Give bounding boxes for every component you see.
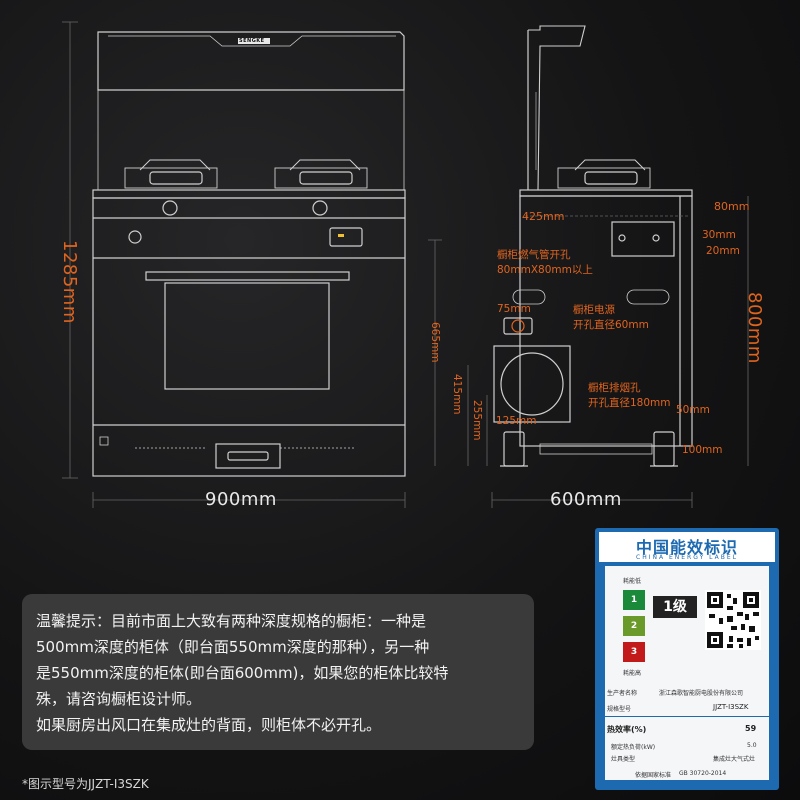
low-consumption-label: 耗能低	[623, 578, 642, 585]
tip-box: 温馨提示：目前市面上大致有两种深度规格的橱柜：一种是 500mm深度的柜体（即台…	[22, 594, 534, 750]
leg-left	[503, 431, 525, 467]
dim-side-415: 415mm	[451, 374, 463, 415]
dim-side-255: 255mm	[471, 400, 483, 441]
dim-width-front: 900mm	[205, 489, 277, 510]
side-cooktop	[519, 189, 693, 197]
model-value: JJZT-I3SZK	[713, 703, 749, 711]
power-note-line1: 橱柜电源	[573, 304, 615, 316]
grade-3: 3	[623, 642, 645, 662]
oven-handle	[145, 271, 350, 281]
model-footnote: *图示型号为JJZT-I3SZK	[22, 777, 149, 791]
energy-title: 中国能效标识	[635, 538, 738, 557]
efficiency-label: 热效率(%)	[607, 725, 647, 734]
energy-subtitle: CHINA ENERGY LABEL	[636, 554, 738, 561]
tip-line-5: 如果厨房出风口在集成灶的背面，则柜体不必开孔。	[36, 716, 382, 734]
dim-side-125: 125mm	[496, 415, 537, 427]
tip-line-2: 500mm深度的柜体（即台面550mm深度的那种），另一种	[36, 638, 430, 656]
energy-label: 中国能效标识 CHINA ENERGY LABEL 耗能低 1 2 3 耗能高 …	[595, 528, 779, 790]
grade-2: 2	[623, 616, 645, 636]
dim-side-100: 100mm	[682, 444, 723, 456]
gas-hole-note-line1: 橱柜燃气管开孔	[497, 249, 571, 261]
knob-left	[162, 200, 178, 216]
cabinet-body	[92, 197, 406, 477]
burner-right	[274, 159, 368, 189]
qr-code-icon	[705, 590, 761, 650]
power-note-line2: 开孔直径60mm	[573, 319, 649, 331]
display-panel	[329, 227, 363, 247]
dim-side-75: 75mm	[497, 303, 531, 315]
gas-hole-box	[611, 221, 675, 257]
knob-right	[312, 200, 328, 216]
producer-label: 生产者名称	[607, 690, 638, 697]
efficiency-value: 59	[745, 724, 757, 733]
drawer-handle	[215, 443, 281, 469]
grade-value: 1级	[653, 596, 697, 618]
type-value: 集成灶大气式灶	[713, 756, 756, 763]
tip-line-3: 是550mm深度的柜体(即台面600mm)，如果您的柜体比较特	[36, 664, 449, 682]
dim-gas-offset: 425mm	[522, 210, 565, 223]
power-button	[128, 230, 142, 244]
side-hood	[527, 25, 586, 191]
exhaust-hole-box	[493, 345, 571, 423]
tip-line-1: 温馨提示：目前市面上大致有两种深度规格的橱柜：一种是	[36, 612, 427, 630]
dim-side-80: 80mm	[714, 200, 750, 213]
producer-value: 浙江森歌智能厨电股份有限公司	[659, 690, 744, 697]
dim-side-30: 30mm	[702, 229, 736, 241]
leg-right	[653, 431, 675, 467]
standard-value: GB 30720-2014	[679, 770, 727, 777]
burner-left	[124, 159, 218, 189]
oven-window	[164, 282, 330, 390]
dim-depth-side: 600mm	[550, 489, 622, 510]
power-hole	[503, 317, 533, 335]
cooktop	[92, 189, 406, 199]
high-consumption-label: 耗能高	[623, 670, 642, 677]
side-burner	[557, 159, 651, 189]
standard-label: 依据国家标准	[635, 772, 672, 779]
tip-line-4: 殊，请咨询橱柜设计师。	[36, 690, 202, 708]
exhaust-note-line1: 橱柜排烟孔	[588, 382, 641, 394]
dim-cabinet-height: 800mm	[744, 292, 765, 364]
model-label: 规格型号	[607, 706, 632, 713]
load-value: 5.0	[747, 742, 757, 749]
dim-side-665: 665mm	[429, 322, 441, 363]
dim-height-total: 1285mm	[59, 240, 80, 324]
brand-logo	[238, 38, 270, 44]
dim-side-50: 50mm	[676, 404, 710, 416]
hood-outline	[97, 31, 405, 91]
exhaust-note-line2: 开孔直径180mm	[588, 397, 671, 409]
load-label: 额定热负荷(kW)	[611, 744, 656, 751]
brand-logo-text: SENGKE	[239, 38, 265, 44]
type-label: 灶具类型	[611, 756, 636, 763]
grade-1: 1	[623, 590, 645, 610]
gas-hole-note-line2: 80mmX80mm以上	[497, 264, 593, 276]
dim-side-20: 20mm	[706, 245, 740, 257]
side-cabinet	[519, 195, 693, 447]
